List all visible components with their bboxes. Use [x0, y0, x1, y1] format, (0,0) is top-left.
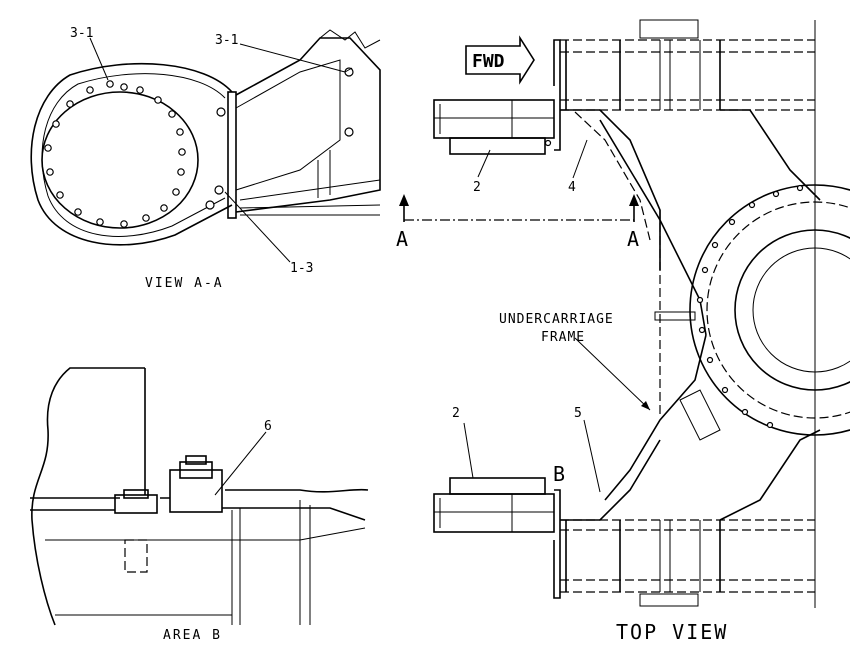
- section-a-a-line: [399, 194, 639, 222]
- callout-2-top: 2: [473, 180, 481, 195]
- flange-bolt-holes: [44, 80, 186, 228]
- top-view-title: TOP VIEW: [616, 620, 728, 644]
- turntable-bolt-holes: [696, 184, 804, 429]
- fwd-label: FWD: [472, 51, 505, 72]
- callout-6: 6: [264, 419, 272, 434]
- undercarriage-label-line2: FRAME: [541, 330, 585, 345]
- area-b-marker: B: [553, 462, 565, 486]
- callout-4: 4: [568, 180, 576, 195]
- view-a-a-drawing: [30, 29, 381, 263]
- section-a-left-label: A: [396, 227, 408, 251]
- turntable-ring-outer: [689, 184, 850, 436]
- fwd-arrow: [465, 35, 535, 85]
- view-a-a-title: VIEW A-A: [145, 276, 224, 291]
- callout-2-bottom: 2: [452, 406, 460, 421]
- undercarriage-label-line1: UNDERCARRIAGE: [499, 312, 614, 327]
- labels: 3-1 3-1 1-3 VIEW A-A 6 AREA B FWD A A 2 …: [70, 26, 728, 644]
- callout-3-1-left: 3-1: [70, 26, 93, 41]
- area-b-title: AREA B: [163, 628, 222, 643]
- callout-3-1-right: 3-1: [215, 33, 238, 48]
- area-b-drawing: [30, 367, 369, 626]
- top-view-drawing: [399, 19, 850, 608]
- callout-5: 5: [574, 406, 582, 421]
- callout-1-3: 1-3: [290, 261, 313, 276]
- section-a-right-label: A: [627, 227, 639, 251]
